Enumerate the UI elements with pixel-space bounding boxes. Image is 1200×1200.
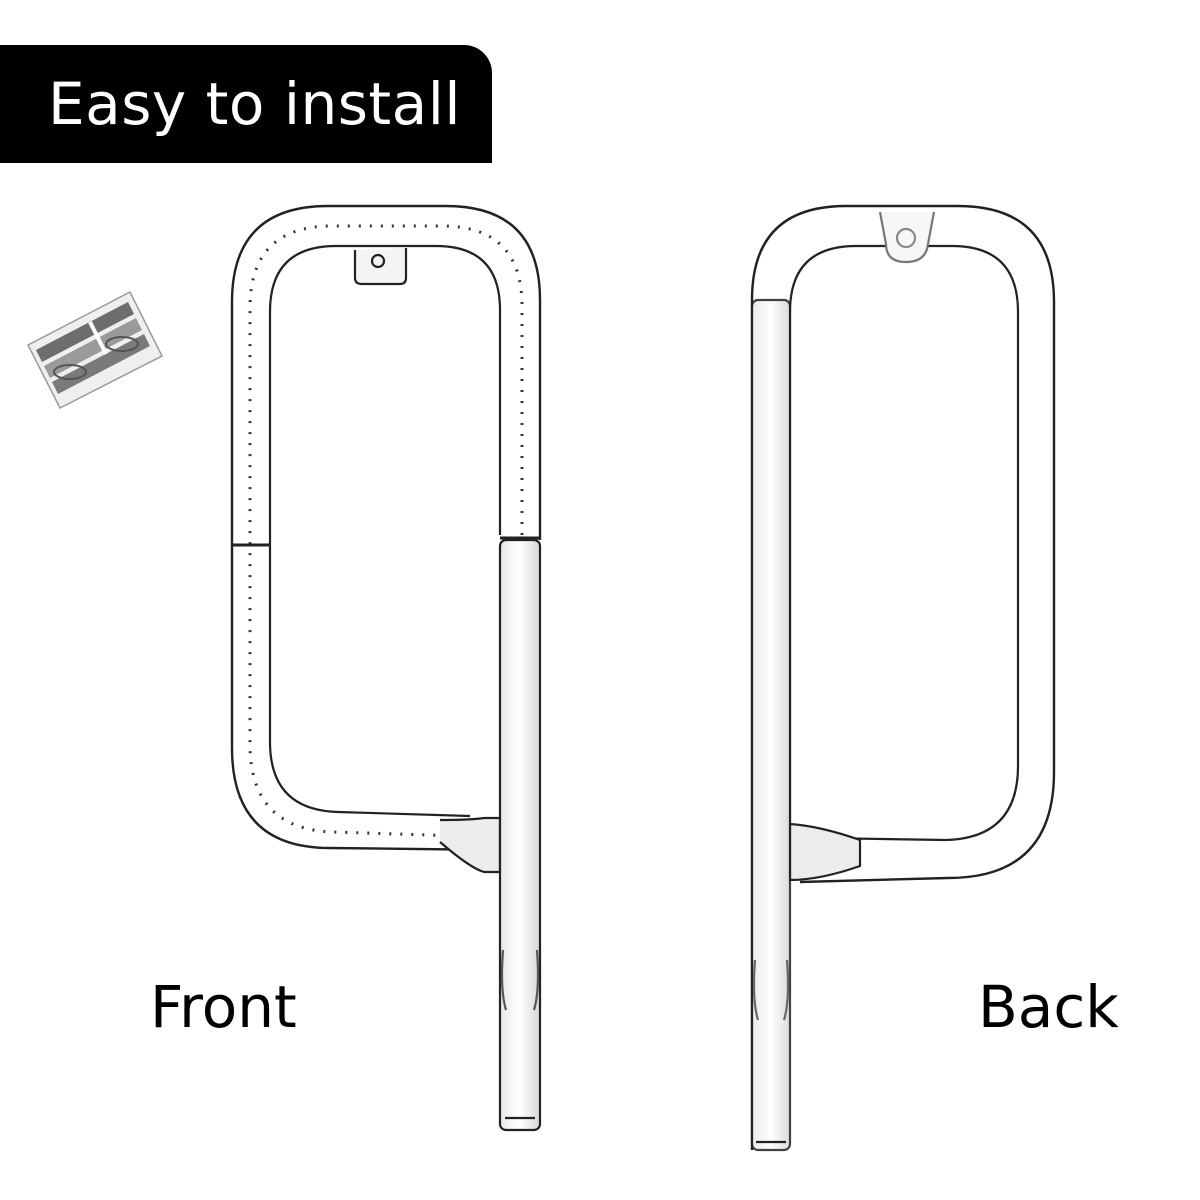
front-label: Front: [150, 973, 297, 1041]
banner-title: Easy to install: [48, 70, 461, 138]
back-label: Back: [978, 973, 1119, 1041]
banner: Easy to install: [0, 45, 492, 163]
back-burner: [750, 204, 1056, 1152]
heat-plate-thumbnail-icon: [26, 290, 164, 410]
front-burner: [230, 204, 542, 1132]
